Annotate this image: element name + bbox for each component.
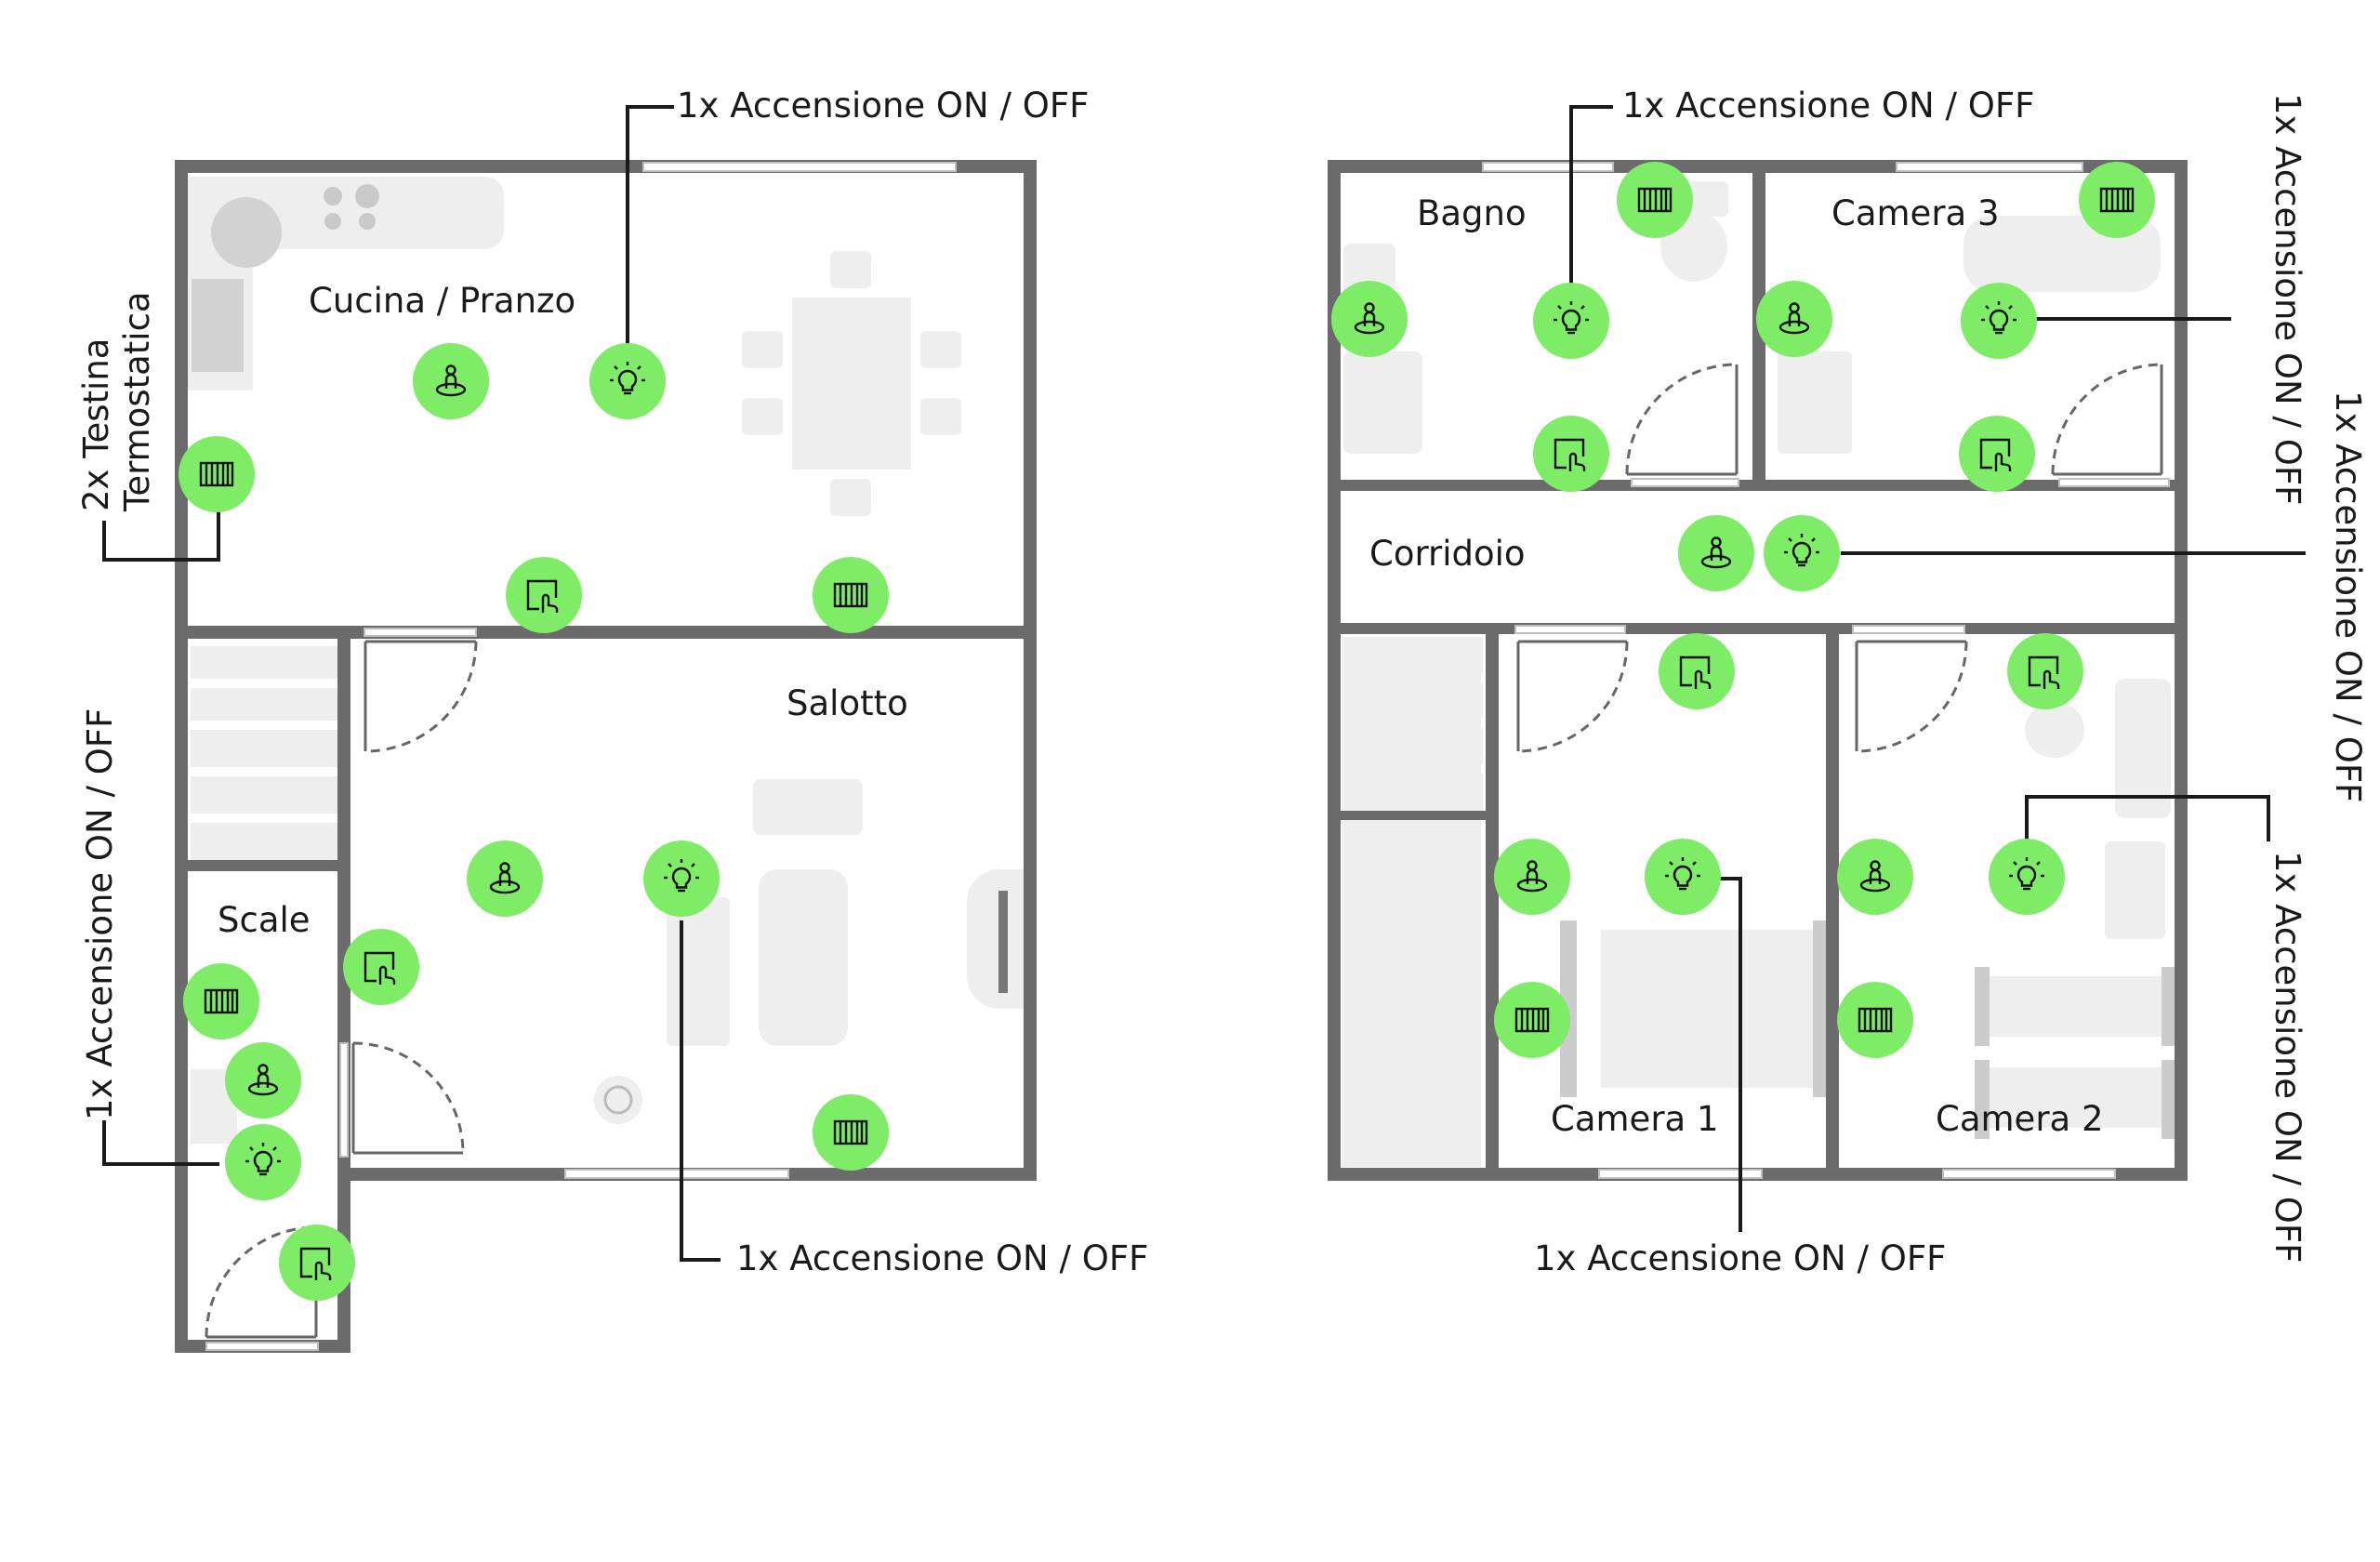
bed-camera1 <box>1601 930 1824 1088</box>
light-bulb-icon[interactable] <box>589 343 666 419</box>
stairs-upper <box>1345 638 1483 811</box>
room-label-cucina: Cucina / Pranzo <box>309 281 576 321</box>
radiator-icon[interactable] <box>1837 982 1913 1058</box>
touch-panel-icon[interactable] <box>1533 416 1609 492</box>
radiator-icon[interactable] <box>1617 162 1693 238</box>
presence-sensor-icon[interactable] <box>467 841 543 917</box>
light-bulb-icon[interactable] <box>1645 839 1721 915</box>
presence-sensor-icon[interactable] <box>1678 515 1754 591</box>
callout-cucina-thermo-line2: Termostatica <box>117 291 157 511</box>
callout-camera3-light: 1x Accensione ON / OFF <box>2268 93 2307 506</box>
presence-sensor-icon[interactable] <box>225 1042 301 1119</box>
doors-upper <box>1516 363 2163 753</box>
tv <box>998 891 1008 993</box>
radiator-icon[interactable] <box>183 963 259 1039</box>
light-bulb-icon[interactable] <box>1961 283 2037 359</box>
light-bulb-icon[interactable] <box>643 841 720 917</box>
radiator-icon[interactable] <box>2079 162 2155 238</box>
callout-camera2-light: 1x Accensione ON / OFF <box>2268 851 2307 1264</box>
windows-upper <box>1482 162 2170 1179</box>
hob <box>324 187 342 205</box>
presence-sensor-icon[interactable] <box>1331 281 1408 357</box>
room-label-salotto: Salotto <box>787 683 908 723</box>
touch-panel-icon[interactable] <box>2007 633 2083 709</box>
radiator-icon[interactable] <box>1494 982 1570 1058</box>
chair <box>2025 702 2084 758</box>
callout-scale-light: 1x Accensione ON / OFF <box>80 708 120 1120</box>
fridge <box>192 279 244 372</box>
stairs <box>191 646 337 860</box>
room-label-corridoio: Corridoio <box>1369 534 1526 574</box>
touch-panel-icon[interactable] <box>343 929 419 1005</box>
touch-panel-icon[interactable] <box>279 1224 355 1301</box>
presence-sensor-icon[interactable] <box>1837 839 1913 915</box>
desk-chair <box>2105 841 2165 939</box>
plant <box>594 1076 642 1124</box>
bathtub <box>1343 351 1422 454</box>
armchair <box>753 779 863 835</box>
light-bulb-icon[interactable] <box>1989 839 2065 915</box>
presence-sensor-icon[interactable] <box>1756 281 1832 357</box>
touch-panel-icon[interactable] <box>1659 633 1735 709</box>
room-label-scale: Scale <box>218 900 311 940</box>
bed-camera2-b <box>1980 1067 2174 1128</box>
coffee-table <box>759 869 848 1046</box>
callout-cucina-light: 1x Accensione ON / OFF <box>677 86 1090 126</box>
radiator-icon[interactable] <box>813 557 889 633</box>
windows <box>205 162 957 1351</box>
sofa <box>667 897 730 1046</box>
touch-panel-icon[interactable] <box>506 557 582 633</box>
room-label-bagno: Bagno <box>1417 193 1527 233</box>
callout-cucina-thermo-line1: 2x Testina <box>76 338 116 511</box>
room-label-camera3: Camera 3 <box>1831 193 2000 233</box>
room-label-camera1: Camera 1 <box>1551 1099 1719 1139</box>
desk <box>2115 679 2171 818</box>
light-bulb-icon[interactable] <box>1533 283 1609 359</box>
light-bulb-icon[interactable] <box>1764 515 1840 591</box>
storage <box>1342 637 1481 1167</box>
toilet-tank <box>1687 181 1728 217</box>
callout-salotto-light: 1x Accensione ON / OFF <box>736 1238 1149 1278</box>
radiator-icon[interactable] <box>178 436 255 512</box>
callout-lines <box>102 105 2306 1262</box>
callout-corridoio-light: 1x Accensione ON / OFF <box>2328 390 2368 803</box>
callout-bagno-light: 1x Accensione ON / OFF <box>1622 86 2035 126</box>
room-label-camera2: Camera 2 <box>1936 1099 2104 1139</box>
dining-table <box>792 298 911 470</box>
presence-sensor-icon[interactable] <box>413 343 489 419</box>
sink <box>211 197 282 268</box>
presence-sensor-icon[interactable] <box>1494 839 1570 915</box>
callout-camera1-light: 1x Accensione ON / OFF <box>1534 1238 1947 1278</box>
touch-panel-icon[interactable] <box>1959 416 2035 492</box>
ground-floor <box>175 160 1037 1353</box>
bed-camera2-a <box>1980 976 2174 1037</box>
light-bulb-icon[interactable] <box>225 1124 301 1200</box>
radiator-icon[interactable] <box>813 1094 889 1171</box>
